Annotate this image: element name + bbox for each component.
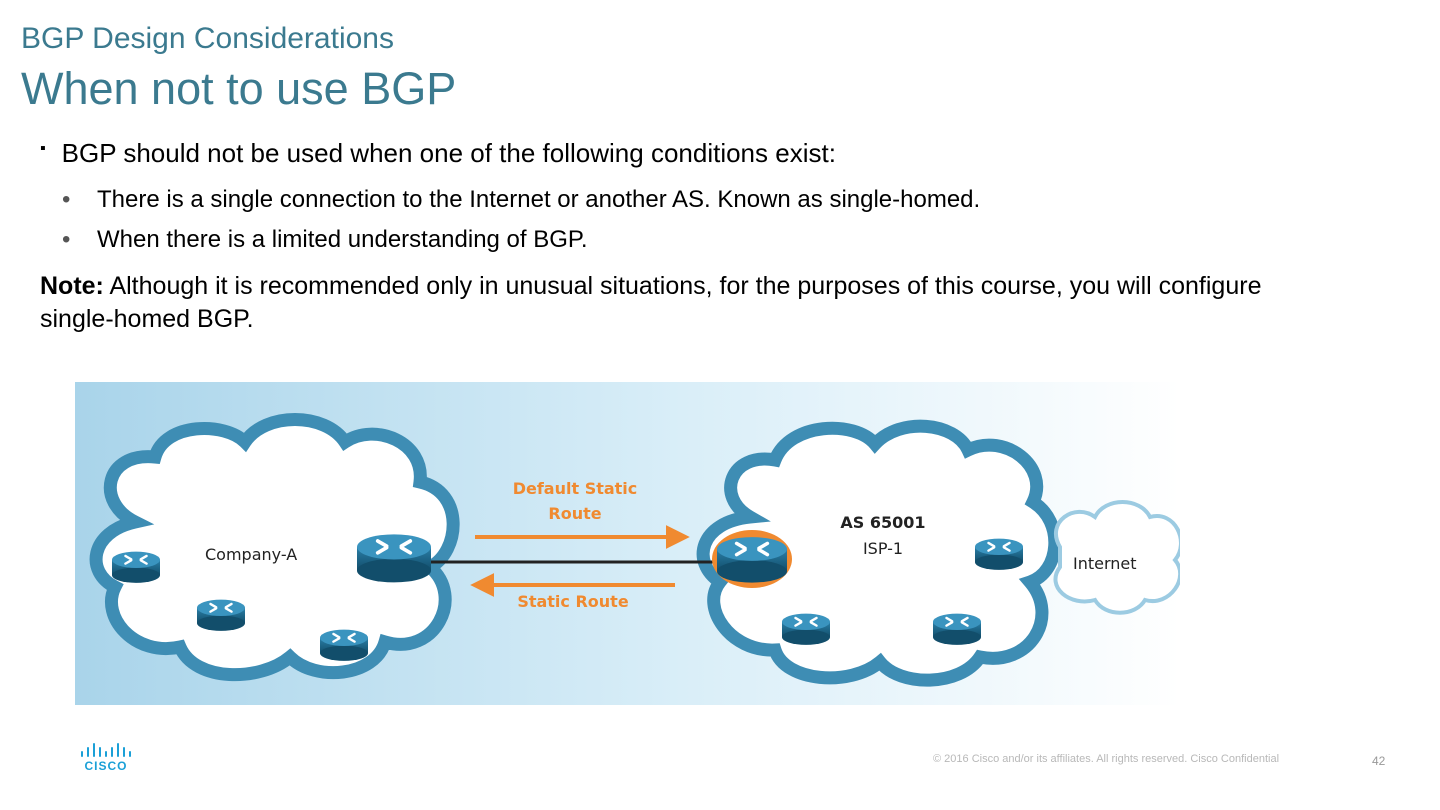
- copyright-footer: © 2016 Cisco and/or its affiliates. All …: [933, 753, 1280, 765]
- note-text: Although it is recommended only in unusu…: [40, 272, 1262, 333]
- main-bullet: ▪ BGP should not be used when one of the…: [40, 138, 836, 169]
- isp-edge-router-icon: [717, 535, 787, 584]
- router-icon: [197, 598, 245, 632]
- sub-bullet: • There is a single connection to the In…: [62, 186, 980, 214]
- round-bullet-icon: •: [62, 186, 71, 213]
- default-route-label-line2: Route: [548, 504, 601, 523]
- sub-bullet: • When there is a limited understanding …: [62, 226, 588, 254]
- company-label: Company-A: [205, 545, 297, 564]
- cisco-logo: CISCO: [81, 743, 131, 773]
- page-number: 42: [1372, 754, 1386, 768]
- router-icon: [933, 612, 981, 646]
- isp-label: ISP-1: [863, 539, 903, 558]
- router-icon: [112, 550, 160, 584]
- as-label: AS 65001: [840, 513, 925, 532]
- static-route-label: Static Route: [517, 592, 629, 611]
- cisco-logo-text: CISCO: [84, 759, 127, 773]
- note-label: Note:: [40, 272, 104, 300]
- router-icon: [782, 612, 830, 646]
- main-bullet-text: BGP should not be used when one of the f…: [61, 138, 836, 168]
- internet-cloud: [1053, 500, 1180, 615]
- router-icon: [320, 628, 368, 662]
- round-bullet-icon: •: [62, 226, 71, 253]
- internet-label: Internet: [1073, 554, 1137, 573]
- network-diagram: Company-A Default Static Route Static Ro…: [75, 382, 1180, 705]
- note-paragraph: Note: Although it is recommended only in…: [40, 270, 1340, 336]
- default-route-label-line1: Default Static: [513, 479, 638, 498]
- slide-title: When not to use BGP: [21, 63, 457, 114]
- square-bullet-icon: ▪: [40, 140, 46, 157]
- sub-bullet-text: There is a single connection to the Inte…: [97, 186, 981, 213]
- company-edge-router-icon: [357, 532, 431, 584]
- slide-section-title: BGP Design Considerations: [21, 22, 394, 55]
- sub-bullet-text: When there is a limited understanding of…: [97, 226, 588, 253]
- router-icon: [975, 537, 1023, 571]
